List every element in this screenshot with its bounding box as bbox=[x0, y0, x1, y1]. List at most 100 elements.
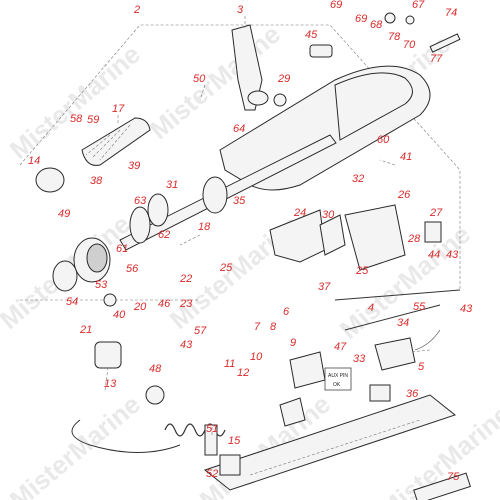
callout-25: 25 bbox=[219, 262, 233, 274]
callout-61: 61 bbox=[116, 243, 128, 255]
control-handle bbox=[231, 24, 263, 111]
callout-69: 69 bbox=[330, 0, 342, 11]
callout-45: 45 bbox=[305, 29, 318, 41]
callout-29: 29 bbox=[277, 73, 290, 85]
callout-39: 39 bbox=[128, 160, 140, 172]
callout-58: 58 bbox=[70, 113, 83, 125]
callout-49: 49 bbox=[58, 208, 70, 220]
callout-44: 44 bbox=[428, 249, 440, 261]
label-plate bbox=[324, 367, 352, 391]
handle-hub bbox=[247, 90, 269, 106]
leader-lines bbox=[104, 16, 431, 435]
cable-34 bbox=[344, 304, 441, 331]
housing-top-cover bbox=[334, 72, 413, 141]
base-plate bbox=[203, 394, 457, 491]
connector-5 bbox=[374, 337, 416, 371]
callout-31: 31 bbox=[166, 179, 178, 191]
bushing-29 bbox=[273, 93, 287, 107]
callout-26: 26 bbox=[397, 189, 411, 201]
callout-10: 10 bbox=[250, 351, 263, 363]
connector-9 bbox=[289, 351, 326, 389]
callout-33: 33 bbox=[353, 353, 366, 365]
callout-41: 41 bbox=[400, 151, 412, 163]
callout-21: 21 bbox=[79, 324, 92, 336]
label-plate-line1: AUX PIN bbox=[328, 373, 348, 379]
callout-38: 38 bbox=[90, 175, 103, 187]
callout-52: 52 bbox=[206, 468, 218, 480]
cap-48 bbox=[145, 385, 165, 405]
callout-55: 55 bbox=[413, 301, 426, 313]
callout-11: 11 bbox=[224, 358, 235, 370]
callout-34: 34 bbox=[397, 317, 409, 329]
callout-20: 20 bbox=[133, 301, 147, 313]
callout-50: 50 bbox=[193, 73, 206, 85]
connector-10 bbox=[279, 397, 306, 427]
disc-62 bbox=[129, 206, 151, 244]
callout-47: 47 bbox=[334, 341, 347, 353]
callout-group: 2 3 69 69 68 67 74 78 70 77 45 29 50 17 … bbox=[28, 0, 473, 483]
callout-3: 3 bbox=[237, 4, 244, 16]
callout-43: 43 bbox=[446, 249, 459, 261]
callout-17: 17 bbox=[112, 103, 125, 115]
grip-ridges bbox=[85, 124, 131, 161]
callout-22: 22 bbox=[179, 273, 192, 285]
callout-37: 37 bbox=[318, 281, 331, 293]
washer-68 bbox=[384, 12, 396, 24]
callout-12: 12 bbox=[237, 367, 249, 379]
callout-6: 6 bbox=[283, 306, 290, 318]
callout-15: 15 bbox=[228, 435, 241, 447]
callout-23: 23 bbox=[179, 298, 193, 310]
callout-62: 62 bbox=[158, 229, 170, 241]
shaft-collar bbox=[202, 176, 228, 214]
callout-75: 75 bbox=[447, 471, 460, 483]
callout-36: 36 bbox=[406, 388, 419, 400]
callout-78: 78 bbox=[388, 31, 401, 43]
callout-68: 68 bbox=[370, 19, 383, 31]
pin-51 bbox=[204, 424, 218, 456]
washer-70 bbox=[405, 15, 415, 25]
knob-ring bbox=[52, 260, 78, 292]
callout-60: 60 bbox=[377, 134, 390, 146]
callout-27: 27 bbox=[429, 207, 443, 219]
callout-24: 24 bbox=[293, 207, 306, 219]
bracket-24 bbox=[269, 209, 326, 263]
knob-cap bbox=[86, 243, 108, 273]
callout-43: 43 bbox=[180, 339, 193, 351]
cable-4 bbox=[334, 289, 461, 301]
callout-14: 14 bbox=[28, 155, 40, 167]
callout-77: 77 bbox=[430, 53, 443, 65]
callout-30: 30 bbox=[322, 209, 335, 221]
callout-4: 4 bbox=[368, 302, 374, 314]
watermark-text-7: MisterMarine bbox=[4, 389, 146, 500]
switch-block bbox=[344, 204, 406, 271]
callout-7: 7 bbox=[254, 321, 261, 333]
strip-75 bbox=[413, 472, 472, 500]
callout-54: 54 bbox=[66, 296, 78, 308]
callout-63: 63 bbox=[134, 195, 147, 207]
switch-45 bbox=[309, 44, 333, 58]
nut-53 bbox=[103, 293, 117, 307]
clip-36 bbox=[369, 384, 391, 402]
bushing-left bbox=[35, 167, 65, 193]
drive-shaft bbox=[119, 134, 337, 251]
callout-43: 43 bbox=[460, 303, 473, 315]
callout-32: 32 bbox=[352, 173, 364, 185]
callout-74: 74 bbox=[445, 7, 457, 19]
label-plate-line2: OK bbox=[333, 382, 341, 388]
callout-25: 25 bbox=[355, 265, 369, 277]
callout-35: 35 bbox=[233, 195, 246, 207]
callout-40: 40 bbox=[113, 309, 126, 321]
callout-56: 56 bbox=[126, 263, 139, 275]
plate-27 bbox=[424, 221, 442, 243]
callout-53: 53 bbox=[95, 279, 108, 291]
callout-5: 5 bbox=[418, 361, 425, 373]
callout-48: 48 bbox=[149, 363, 162, 375]
sleeve-13 bbox=[94, 341, 122, 369]
callout-2: 2 bbox=[133, 4, 140, 16]
callout-8: 8 bbox=[270, 321, 277, 333]
callout-13: 13 bbox=[104, 378, 117, 390]
assembly-boundary bbox=[19, 24, 461, 290]
bracket-52 bbox=[219, 454, 241, 476]
